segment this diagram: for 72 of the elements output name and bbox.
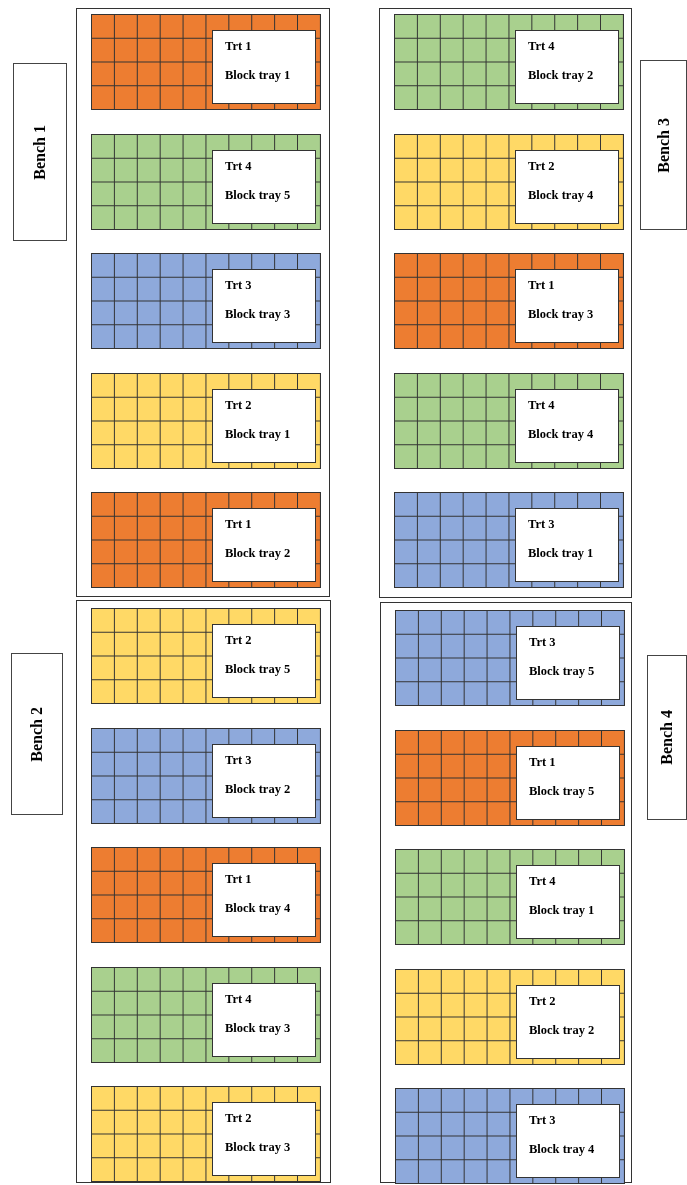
- seed-tray: [394, 492, 624, 588]
- block-label: Block tray 4: [529, 1142, 596, 1157]
- seed-tray: [91, 253, 321, 349]
- block-label: Block tray 2: [225, 781, 292, 797]
- block-label: Block tray 3: [528, 307, 595, 322]
- bench-frame: [379, 8, 632, 598]
- treatment-label: Trt 3: [528, 517, 556, 532]
- seed-tray: [395, 968, 625, 1065]
- bench-frame: [76, 8, 330, 597]
- seed-tray: [395, 610, 625, 706]
- treatment-label: Trt 3: [529, 635, 557, 650]
- seed-tray: [91, 847, 321, 943]
- block-label: Block tray 3: [225, 1020, 292, 1036]
- bench-label: Bench 1: [31, 124, 49, 180]
- block-label: Block tray 3: [225, 307, 292, 322]
- block-label: Block tray 5: [225, 187, 292, 203]
- treatment-label: Trt 4: [528, 397, 556, 413]
- block-label: Block tray 1: [528, 546, 595, 561]
- treatment-label: Trt 4: [225, 991, 253, 1007]
- bench-label-box: [640, 60, 687, 230]
- treatment-label: Trt 2: [225, 397, 253, 413]
- bench-label-box: [11, 653, 63, 815]
- block-label: Block tray 1: [225, 68, 292, 83]
- block-label: Block tray 2: [529, 1022, 596, 1038]
- seed-tray: [91, 14, 321, 110]
- seed-tray: [394, 14, 624, 110]
- treatment-label: Trt 3: [529, 1113, 557, 1128]
- treatment-label: Trt 1: [529, 754, 557, 770]
- treatment-label: Trt 1: [225, 39, 253, 54]
- block-label: Block tray 4: [528, 187, 595, 203]
- bench-label: Bench 4: [658, 710, 676, 765]
- treatment-label: Trt 4: [225, 158, 253, 174]
- block-label: Block tray 1: [529, 903, 596, 918]
- block-label: Block tray 2: [528, 68, 595, 83]
- seed-tray: [395, 849, 625, 945]
- treatment-label: Trt 2: [529, 993, 557, 1009]
- seed-tray: [91, 608, 321, 704]
- treatment-label: Trt 4: [528, 39, 556, 54]
- treatment-label: Trt 3: [225, 752, 253, 768]
- seed-tray: [395, 1088, 625, 1184]
- seed-tray: [91, 727, 321, 824]
- bench-label: Bench 3: [654, 117, 673, 173]
- block-label: Block tray 1: [225, 426, 292, 442]
- seed-tray: [394, 372, 624, 469]
- seed-tray: [91, 966, 321, 1063]
- treatment-label: Trt 1: [528, 278, 556, 293]
- bench-label: Bench 2: [28, 706, 46, 762]
- bench-frame: [380, 602, 632, 1183]
- seed-tray: [91, 372, 321, 469]
- treatment-label: Trt 3: [225, 278, 253, 293]
- treatment-label: Trt 2: [225, 633, 253, 648]
- block-label: Block tray 4: [225, 901, 292, 916]
- seed-tray: [394, 133, 624, 230]
- seed-tray: [91, 133, 321, 230]
- treatment-label: Trt 1: [225, 517, 253, 532]
- seed-tray: [394, 253, 624, 349]
- treatment-label: Trt 2: [528, 158, 556, 174]
- block-label: Block tray 5: [529, 664, 596, 679]
- seed-tray: [91, 1086, 321, 1182]
- seed-tray: [395, 729, 625, 826]
- bench-label-box: [647, 655, 687, 820]
- block-label: Block tray 3: [225, 1140, 292, 1155]
- treatment-label: Trt 4: [529, 874, 557, 889]
- block-label: Block tray 5: [225, 662, 292, 677]
- treatment-label: Trt 2: [225, 1111, 253, 1126]
- bench-frame: [76, 600, 331, 1183]
- seed-tray: [91, 492, 321, 588]
- bench-label-box: [13, 63, 67, 241]
- treatment-label: Trt 1: [225, 872, 253, 887]
- block-label: Block tray 5: [529, 783, 596, 799]
- block-label: Block tray 2: [225, 546, 292, 561]
- block-label: Block tray 4: [528, 426, 595, 442]
